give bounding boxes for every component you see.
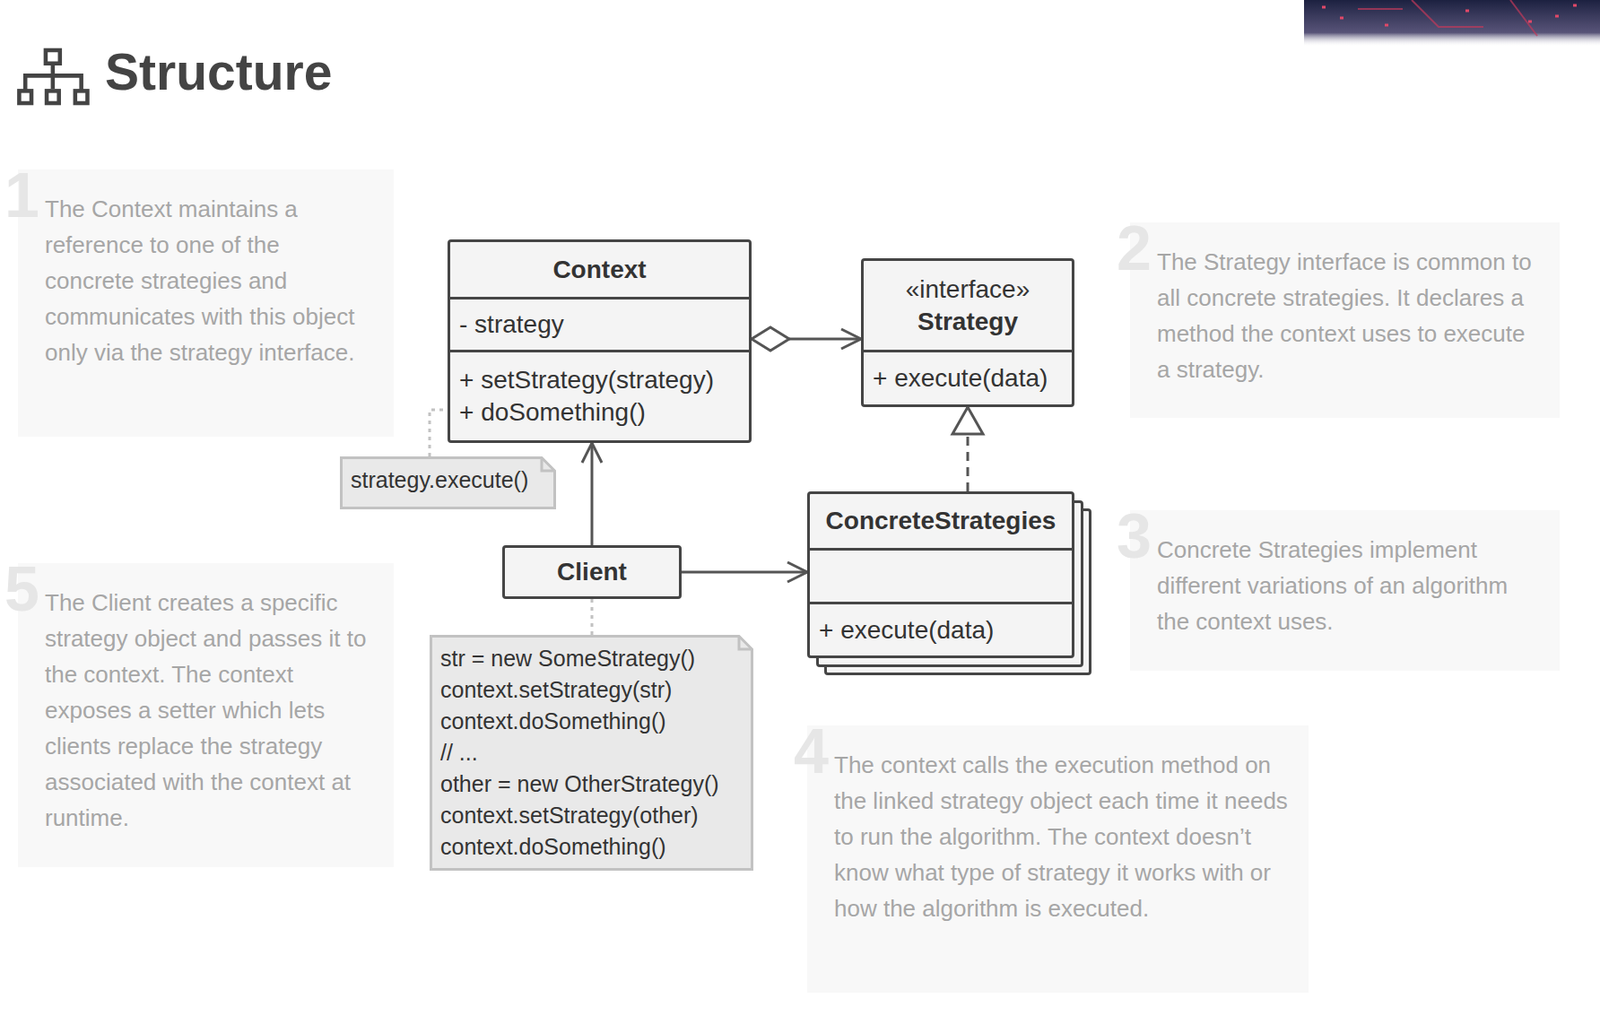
note-box: strategy.execute() [339,456,557,510]
class-name: ConcreteStrategies [826,504,1057,538]
class-member: + setStrategy(strategy) [459,364,714,397]
callout-text: The Strategy interface is common to all … [1156,243,1540,388]
class-member: - strategy [459,308,565,341]
icon-box [45,50,61,64]
callout-number: 4 [793,720,829,783]
banner-lines [1357,0,1538,36]
class-compartment: + execute(data) [809,601,1072,656]
banner-dots [1321,5,1577,26]
note-text: context.doSomething() [440,705,667,738]
class-compartment: - strategy [450,296,749,350]
arrow-head [582,443,602,463]
class-name: «interface» [905,273,1031,306]
class-box: Client [502,545,682,600]
callout-text: The Context maintains a reference to one… [44,191,374,371]
callout-panel: 1The Context maintains a reference to on… [17,169,394,437]
note-shape [341,458,556,509]
connector [952,407,983,492]
connector-heads [582,443,602,463]
callout-number: 3 [1116,504,1152,568]
callout-text: The Client creates a specific strategy o… [44,584,374,836]
connector [591,599,593,635]
callout-number: 1 [4,164,40,227]
class-frame: Client [502,545,682,600]
class-compartment: ConcreteStrategies [809,494,1072,548]
note-fold [739,636,753,651]
class-frame: Context - strategy + setStrategy(strategy)… [447,239,752,444]
interface-box: «interface»Strategy + execute(data) [860,258,1075,408]
class-compartment: «interface»Strategy [863,260,1072,350]
connector-line [789,338,861,341]
note-text: other = new OtherStrategy() [440,768,720,800]
callout-text: Concrete Strategies implement different … [1156,531,1540,640]
connector-line [591,443,594,546]
aggregation-diamond [751,327,790,351]
class-name: Client [556,556,627,589]
callout-panel: 2The Strategy interface is common to all… [1130,222,1560,418]
connector [582,443,602,546]
icon-box [46,90,60,104]
callout-panel: 3Concrete Strategies implement different… [1130,510,1560,671]
class-frame: ConcreteStrategies + execute(data) [807,491,1075,659]
class-member: + execute(data) [818,614,994,647]
connector-line [429,409,448,457]
class-name: Strategy [917,305,1018,339]
icon-strokes [18,50,87,104]
callout-text: The context calls the execution method o… [834,747,1289,927]
connector-heads [952,407,983,435]
note-text: context.setStrategy(str) [440,674,672,706]
callout-panel: 4The context calls the execution method … [807,725,1309,993]
note-shape [431,636,753,870]
class-compartment: Client [504,547,679,597]
note-text: str = new SomeStrategy() [440,643,696,675]
class-member: + execute(data) [872,362,1048,395]
note-text: context.doSomething() [440,831,667,863]
connector-line [966,434,970,492]
connector-heads [787,562,808,583]
callout-panel: 5The Client creates a specific strategy … [17,563,394,868]
callout-number: 2 [1116,217,1152,280]
class-compartment: Context [450,242,749,297]
note-fold [541,458,556,472]
class-member: + doSomething() [459,396,646,429]
class-box: ConcreteStrategies + execute(data) [807,491,1075,659]
note-text: strategy.execute() [350,464,529,496]
class-box: Context - strategy + setStrategy(strategy)… [447,239,752,444]
page-title: Structure [104,42,332,102]
class-compartment: + setStrategy(strategy)+ doSomething() [450,349,749,441]
arrow-head [952,407,983,435]
connector-line [591,599,594,635]
connector-heads [841,329,861,349]
class-compartment: + execute(data) [863,349,1072,405]
connector [429,409,448,457]
note-text: // ... [440,737,479,769]
code-note: str = new SomeStrategy()context.setStrat… [429,634,754,871]
structure-icon [16,44,92,109]
class-frame: «interface»Strategy + execute(data) [860,258,1075,408]
connector [681,562,808,583]
note-text: context.setStrategy(other) [440,800,699,832]
banner-image [1304,0,1600,47]
class-compartment [809,547,1072,602]
icon-box [75,90,88,104]
banner-ground [1304,0,1600,47]
connector-line [681,571,808,574]
arrow-head [787,562,808,583]
arrow-head [841,329,861,349]
class-name: Context [552,253,646,287]
icon-box [18,90,32,104]
callout-number: 5 [4,557,40,621]
icon-lines [25,63,81,91]
connector [751,327,861,351]
